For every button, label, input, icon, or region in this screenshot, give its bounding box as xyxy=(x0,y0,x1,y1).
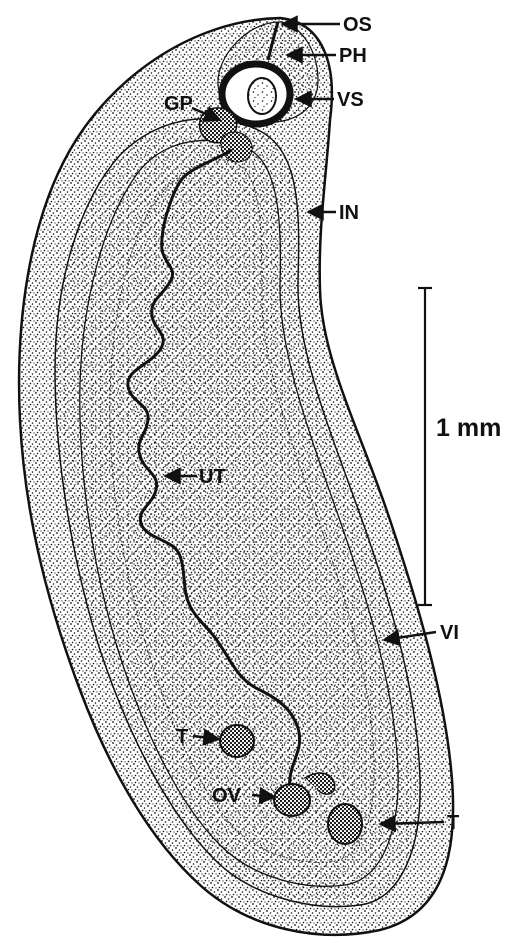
scale-bar-label: 1 mm xyxy=(436,414,501,442)
label-vi: VI xyxy=(440,622,459,644)
label-gp: GP xyxy=(164,93,193,115)
label-ph: PH xyxy=(339,45,367,67)
testis-posterior xyxy=(328,804,362,844)
testis-anterior xyxy=(220,725,254,757)
label-ov: OV xyxy=(212,785,242,807)
label-t-left: T xyxy=(176,726,188,748)
ventral-sucker-inner xyxy=(248,78,276,114)
label-os: OS xyxy=(343,14,372,36)
label-in: IN xyxy=(339,202,359,224)
label-ut: UT xyxy=(199,466,226,488)
ovary xyxy=(274,784,310,816)
label-t-right: T xyxy=(447,812,459,834)
label-vs: VS xyxy=(337,89,364,111)
